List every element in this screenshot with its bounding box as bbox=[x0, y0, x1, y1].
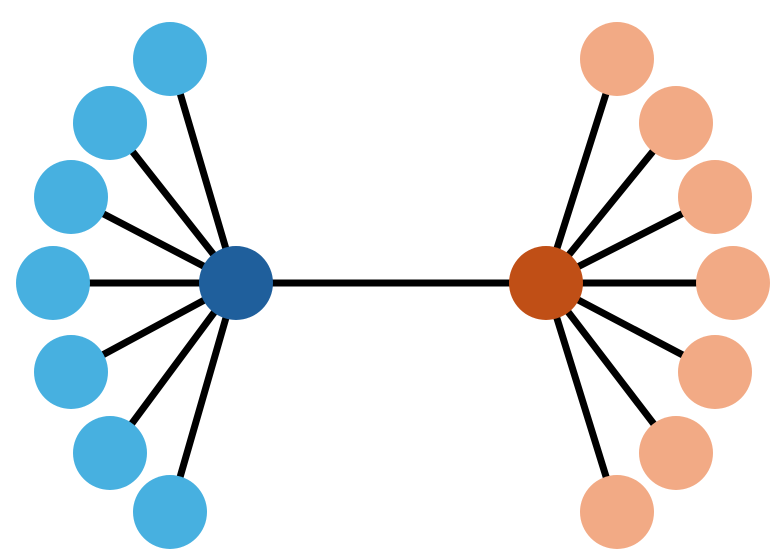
left-leaf-node-1 bbox=[133, 22, 207, 96]
right-leaf-node-1 bbox=[580, 22, 654, 96]
left-leaf-node-7 bbox=[133, 475, 207, 549]
right-hub-node bbox=[509, 246, 583, 320]
right-leaf-node-2 bbox=[639, 86, 713, 160]
right-leaf-node-6 bbox=[639, 416, 713, 490]
right-leaf-node-4 bbox=[696, 246, 770, 320]
right-edge-7 bbox=[542, 279, 621, 516]
nodes bbox=[16, 22, 770, 549]
left-leaf-node-3 bbox=[34, 160, 108, 234]
right-edge-1 bbox=[542, 55, 621, 287]
left-hub-node bbox=[199, 246, 273, 320]
left-edge-7 bbox=[166, 279, 240, 516]
right-leaf-node-5 bbox=[678, 335, 752, 409]
right-leaf-node-7 bbox=[580, 475, 654, 549]
right-leaf-node-3 bbox=[678, 160, 752, 234]
left-leaf-node-6 bbox=[73, 416, 147, 490]
left-leaf-node-4 bbox=[16, 246, 90, 320]
left-leaf-node-2 bbox=[73, 86, 147, 160]
left-leaf-node-5 bbox=[34, 335, 108, 409]
left-edge-1 bbox=[166, 55, 240, 287]
